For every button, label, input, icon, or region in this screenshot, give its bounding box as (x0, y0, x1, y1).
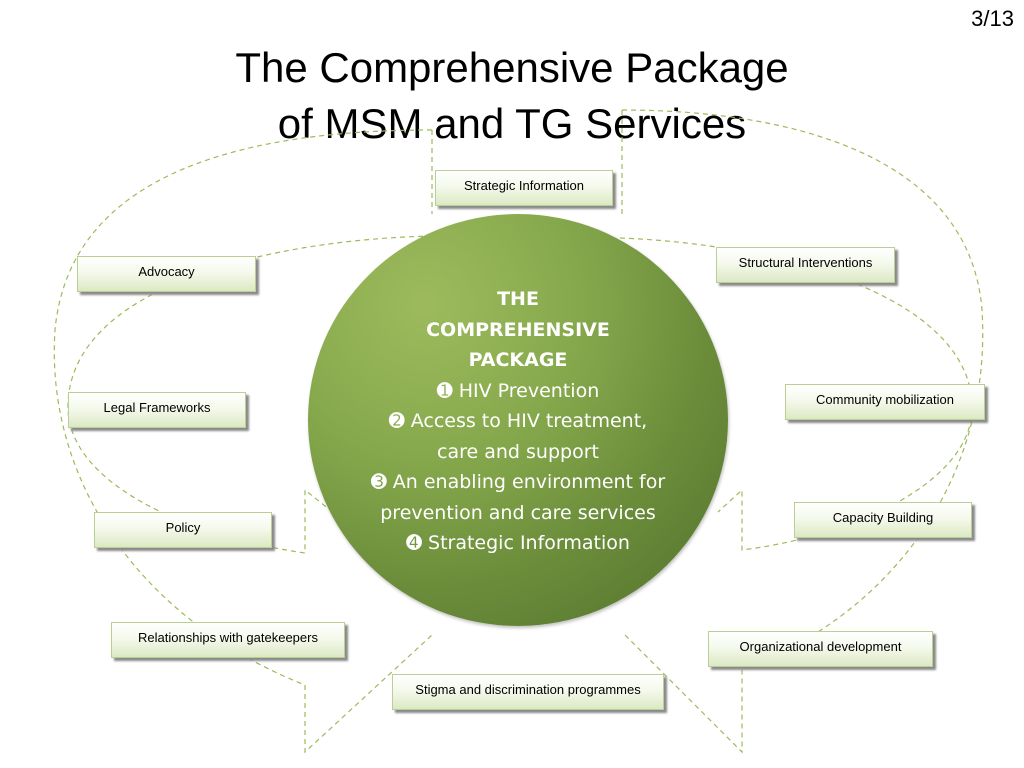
component-box-advocacy: Advocacy (77, 256, 256, 292)
component-box-strategic-information: Strategic Information (435, 170, 613, 206)
slide-title-line-2: of MSM and TG Services (277, 100, 747, 147)
component-box-structural-interventions: Structural Interventions (716, 247, 895, 283)
package-item-treatment-access: ➋ Access to HIV treatment, care and supp… (388, 410, 648, 463)
package-item-strategic-information: ➍ Strategic Information (406, 532, 630, 554)
comprehensive-package-text: THE COMPREHENSIVE PACKAGE ➊ HIV Preventi… (308, 284, 728, 559)
component-box-organizational-development: Organizational development (708, 631, 933, 667)
page-number: 3/13 (971, 6, 1014, 31)
comprehensive-package-circle: THE COMPREHENSIVE PACKAGE ➊ HIV Preventi… (308, 214, 728, 626)
slide-title-line-1: The Comprehensive Package (235, 44, 789, 91)
outer-right-callout-outline (621, 109, 984, 754)
component-box-stigma-and-discrimination: Stigma and discrimination programmes (392, 674, 664, 710)
package-item-enabling-environment: ➌ An enabling environment for prevention… (370, 471, 666, 524)
component-box-relationships-with-gatekeepers: Relationships with gatekeepers (111, 622, 345, 658)
component-box-legal-frameworks: Legal Frameworks (68, 392, 246, 428)
component-box-policy: Policy (94, 512, 272, 548)
component-box-community-mobilization: Community mobilization (785, 384, 985, 420)
package-item-hiv-prevention: ➊ HIV Prevention (436, 379, 600, 402)
package-heading: THE COMPREHENSIVE PACKAGE (426, 288, 610, 371)
component-box-capacity-building: Capacity Building (794, 502, 972, 538)
slide-title: The Comprehensive Package of MSM and TG … (0, 40, 1024, 152)
